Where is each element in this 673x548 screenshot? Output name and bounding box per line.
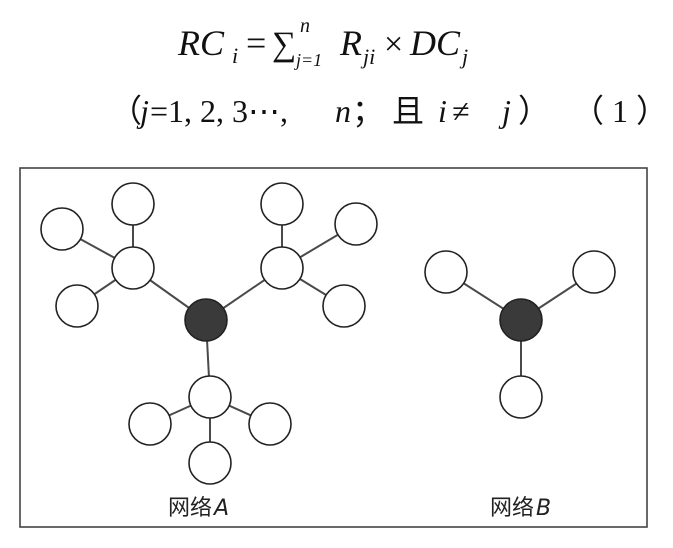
network-a-leaf-node bbox=[55, 284, 99, 328]
formula-times: × bbox=[384, 26, 403, 63]
network-a-leaf-node bbox=[248, 402, 292, 446]
diagram-frame bbox=[19, 167, 648, 528]
formula-equals: = bbox=[246, 23, 266, 63]
formula-sigma: ∑ bbox=[272, 26, 296, 63]
condition-j2: j bbox=[498, 93, 511, 129]
equation-number: （ 1 ） bbox=[572, 93, 668, 129]
network-a-leaf-node bbox=[111, 182, 155, 226]
condition-close-paren: ） bbox=[518, 93, 550, 129]
network-b-leaf-node bbox=[424, 250, 468, 294]
network-a-nodes bbox=[40, 182, 378, 485]
network-a-hub-node bbox=[188, 375, 232, 419]
condition-n: n bbox=[335, 93, 351, 129]
formula-sigma-upper: n bbox=[300, 15, 310, 37]
condition-open-paren: （ bbox=[110, 93, 142, 129]
condition-separator: ； 且 bbox=[352, 93, 424, 129]
network-a-leaf-node bbox=[260, 182, 304, 226]
network-b-label-letter: B bbox=[536, 496, 551, 521]
condition-values: =1, 2, 3⋯, bbox=[150, 93, 288, 129]
formula-lhs: RC bbox=[177, 23, 225, 63]
network-b-label-prefix: 网络 bbox=[490, 496, 534, 521]
formula-main: RC i = ∑ n j=1 R ji × DC j bbox=[177, 15, 468, 70]
network-b-label: 网络 B bbox=[490, 496, 551, 521]
network-a-leaf-node bbox=[322, 284, 366, 328]
network-a-leaf-node bbox=[188, 441, 232, 485]
formula-dc-subscript: j bbox=[459, 44, 468, 69]
network-b-leaf-node bbox=[499, 375, 543, 419]
network-a-hub-node bbox=[111, 246, 155, 290]
network-a-leaf-node bbox=[40, 207, 84, 251]
network-b-leaf-node bbox=[572, 250, 616, 294]
condition-neq: ≠ bbox=[452, 93, 470, 129]
formula-condition: （ j =1, 2, 3⋯, n ； 且 i ≠ j ） （ 1 ） bbox=[110, 93, 668, 129]
network-a-center-node bbox=[184, 298, 228, 342]
condition-j: j bbox=[136, 93, 149, 129]
formula-r-subscript: ji bbox=[360, 44, 375, 69]
formula-dc: DC bbox=[409, 23, 461, 63]
network-b-center-node bbox=[499, 298, 543, 342]
network-b-nodes bbox=[424, 250, 616, 419]
formula-r: R bbox=[339, 23, 362, 63]
condition-i: i bbox=[438, 93, 447, 129]
network-a-label-prefix: 网络 bbox=[168, 496, 212, 521]
network-a-leaf-node bbox=[334, 202, 378, 246]
network-a-label-letter: A bbox=[212, 496, 229, 521]
network-a-label: 网络 A bbox=[168, 496, 229, 521]
network-a-hub-node bbox=[260, 246, 304, 290]
network-a-leaf-node bbox=[128, 402, 172, 446]
formula-sigma-lower: j=1 bbox=[294, 50, 322, 70]
formula-lhs-subscript: i bbox=[232, 43, 238, 68]
